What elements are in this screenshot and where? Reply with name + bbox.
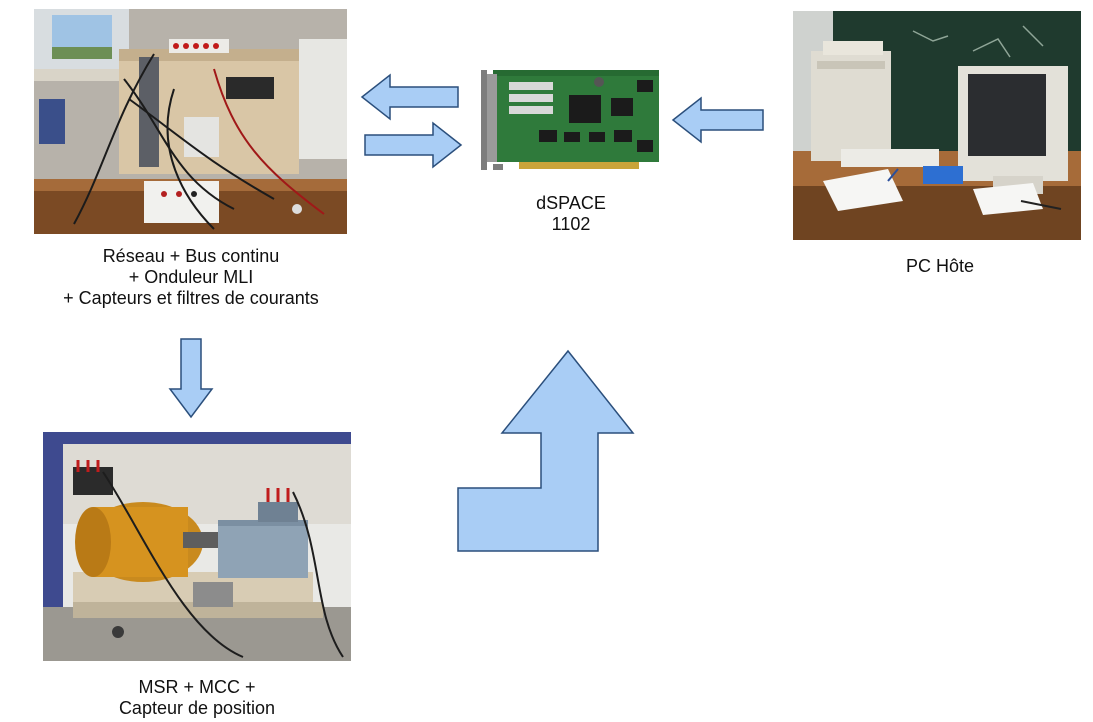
power-bench-caption: Réseau + Bus continu + Onduleur MLI + Ca… [0,246,382,309]
caption-line: + Capteurs et filtres de courants [63,288,319,308]
bench-to-dspace-arrow [363,121,463,169]
caption-line: PC Hôte [905,256,975,276]
host-pc-photo [793,11,1081,240]
dspace-to-bench-arrow [360,73,460,121]
dspace-caption: dSPACE 1102 [501,193,641,235]
lab-bench-photo [34,9,347,234]
machines-to-dspace-arrow [457,349,635,553]
machines-caption: MSR + MCC + Capteur de position [67,677,327,719]
caption-line: MSR + MCC + [138,677,256,697]
pc-to-dspace-arrow [671,96,765,144]
caption-line: 1102 [551,214,591,234]
bench-to-machines-arrow [168,337,214,419]
dspace-board-photo [479,60,664,175]
caption-line: + Onduleur MLI [128,267,254,287]
caption-line: dSPACE [536,193,606,213]
motor-bench-photo [43,432,351,661]
caption-line: Réseau + Bus continu [102,246,280,266]
host-pc-caption: PC Hôte [880,256,1000,277]
caption-line: Capteur de position [118,698,276,718]
